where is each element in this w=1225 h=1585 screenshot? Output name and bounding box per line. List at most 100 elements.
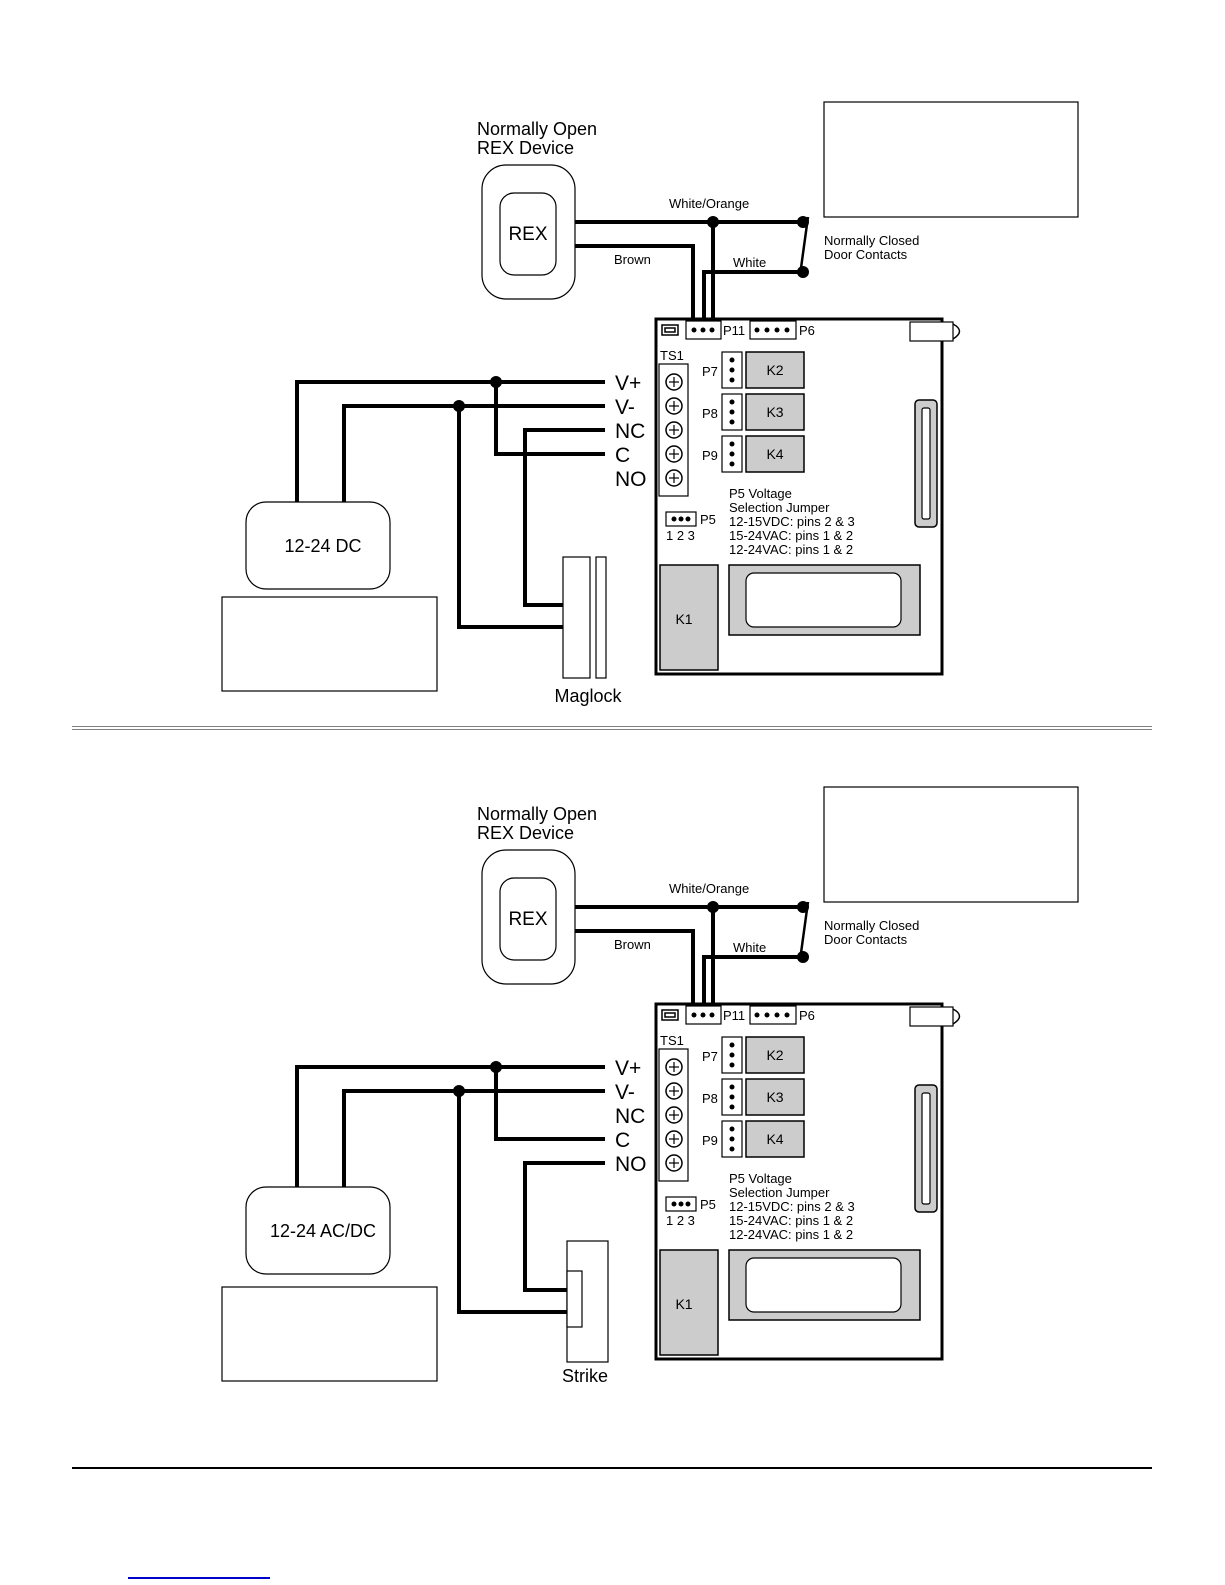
wire-nc-to-maglock [523,428,605,607]
rex-title-line2: REX Device [477,138,574,158]
annotation-box-bottom-left [221,1286,438,1382]
header-p7-label: P7 [702,364,718,379]
strike-keeper [566,1270,583,1328]
jumper-note-line-1: P5 Voltage [729,1171,792,1186]
terminal-label-vminus: V- [615,1081,635,1104]
board-connector-tab-round [952,1008,961,1025]
board-display-window [745,1257,902,1313]
door-contact-switch-arm [799,901,810,954]
terminal-label-vplus: V+ [615,1057,641,1080]
header-p7-pin [729,1042,735,1048]
header-p8-pin [729,1094,735,1100]
header-p9-pin [729,1126,735,1132]
terminal-screw-icon [665,1154,683,1172]
terminal-screw-icon [665,469,683,487]
junction-dot-white-orange [707,216,719,228]
relay-k4-label: K4 [766,446,783,462]
board-connector-tab [909,321,954,342]
header-p6-pin [754,327,760,333]
header-p11-pin [691,1012,697,1018]
header-p9-pin [729,1136,735,1142]
header-p6-pin [784,1012,790,1018]
relay-k1-label: K1 [675,611,692,627]
terminal-screw-icon [665,1082,683,1100]
jumper-p5-pin-numbers: 1 2 3 [666,1213,695,1228]
footer-link-underline[interactable] [128,1577,270,1579]
header-p7-pin [729,367,735,373]
terminal-screw-icon [665,373,683,391]
header-p7-pin [729,1062,735,1068]
terminal-label-c: C [615,444,630,467]
header-p8-pin [729,409,735,415]
jumper-note-line-2: Selection Jumper [729,500,830,515]
jumper-note-line-4: 15-24VAC: pins 1 & 2 [729,528,853,543]
header-p11-pin [691,327,697,333]
header-p7-pin [729,377,735,383]
power-supply [245,501,391,590]
rex-device-inner [499,192,557,276]
annotation-box-bottom-left [221,596,438,692]
header-p9-pin [729,451,735,457]
door-contact-terminal-bottom [797,266,809,278]
wire-common [494,1067,605,1141]
header-p11-pin [709,1012,715,1018]
jumper-p5-pin [678,516,684,522]
jumper-p5-pin [678,1201,684,1207]
relay-k3 [745,393,805,431]
terminal-screw-icon [665,445,683,463]
relay-k4 [745,435,805,473]
relay-k4-label: K4 [766,1131,783,1147]
jumper-note-line-2: Selection Jumper [729,1185,830,1200]
terminal-label-vplus: V+ [615,372,641,395]
header-p6-pin [784,327,790,333]
relay-k1 [659,564,719,671]
board-led-icon [661,324,679,336]
door-contacts-label-line2: Door Contacts [824,247,908,262]
door-contacts-label-line1: Normally Closed [824,918,919,933]
lock-label: Strike [562,1366,608,1386]
header-p6-pin [774,1012,780,1018]
jumper-note-line-1: P5 Voltage [729,486,792,501]
relay-k3-label: K3 [766,404,783,420]
rex-label: REX [508,909,547,930]
jumper-p5-label: P5 [700,512,716,527]
lock-label: Maglock [554,686,622,706]
door-contacts-label-line1: Normally Closed [824,233,919,248]
power-supply-label: 12-24 DC [284,536,361,556]
header-p11-pin [700,1012,706,1018]
header-p8-label: P8 [702,1091,718,1106]
wire-vplus [295,380,605,502]
relay-k3-label: K3 [766,1089,783,1105]
terminal-screw-icon [665,1058,683,1076]
header-p8-pin [729,1084,735,1090]
terminal-screw-icon [665,1130,683,1148]
header-p6-label: P6 [799,323,815,338]
wire-vplus [295,1065,605,1187]
header-p6-pin [754,1012,760,1018]
board-led-icon [661,1009,679,1021]
relay-k2-label: K2 [766,1047,783,1063]
rex-label: REX [508,224,547,245]
relay-k1-label: K1 [675,1296,692,1312]
header-p8-pin [729,419,735,425]
jumper-note-line-3: 12-15VDC: pins 2 & 3 [729,514,855,529]
terminal-screw-icon [665,397,683,415]
relay-k2 [745,351,805,389]
board-display-window [745,572,902,628]
header-p11-pin [709,327,715,333]
terminal-label-nc: NC [615,420,645,443]
jumper-note-line-4: 15-24VAC: pins 1 & 2 [729,1213,853,1228]
terminal-label-c: C [615,1129,630,1152]
header-p9-pin [729,461,735,467]
jumper-p5-pin [671,1201,677,1207]
relay-k1 [659,1249,719,1356]
header-p11-label: P11 [723,1008,745,1023]
board-led-inner [664,1012,676,1018]
header-p6-pin [774,327,780,333]
wire-label-white: White [733,255,766,270]
header-p11-label: P11 [723,323,745,338]
jumper-note-line-3: 12-15VDC: pins 2 & 3 [729,1199,855,1214]
door-contacts-label-line2: Door Contacts [824,932,908,947]
header-p8-pin [729,1104,735,1110]
